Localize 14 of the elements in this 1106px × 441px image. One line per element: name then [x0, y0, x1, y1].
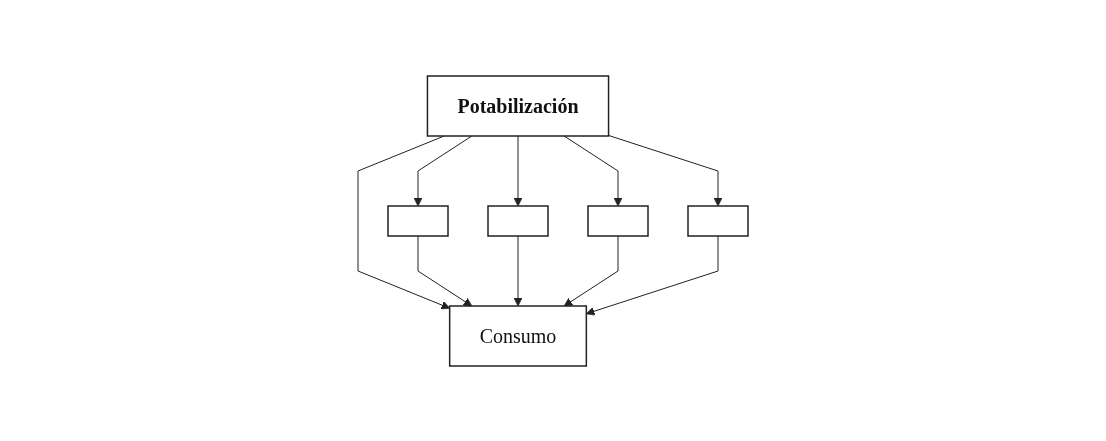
arrow — [563, 235, 619, 306]
node-box — [487, 204, 549, 237]
node-box — [587, 204, 649, 237]
arrow — [563, 135, 623, 206]
arrow — [513, 235, 523, 306]
arrow — [417, 235, 473, 306]
node-box — [387, 204, 449, 237]
node-box: Consumo — [448, 304, 588, 367]
arrow — [608, 134, 723, 206]
arrow — [413, 135, 473, 206]
node-box: Potabilización — [426, 74, 610, 137]
arrow — [357, 135, 451, 309]
arrow — [513, 135, 523, 206]
node-box — [687, 204, 749, 237]
